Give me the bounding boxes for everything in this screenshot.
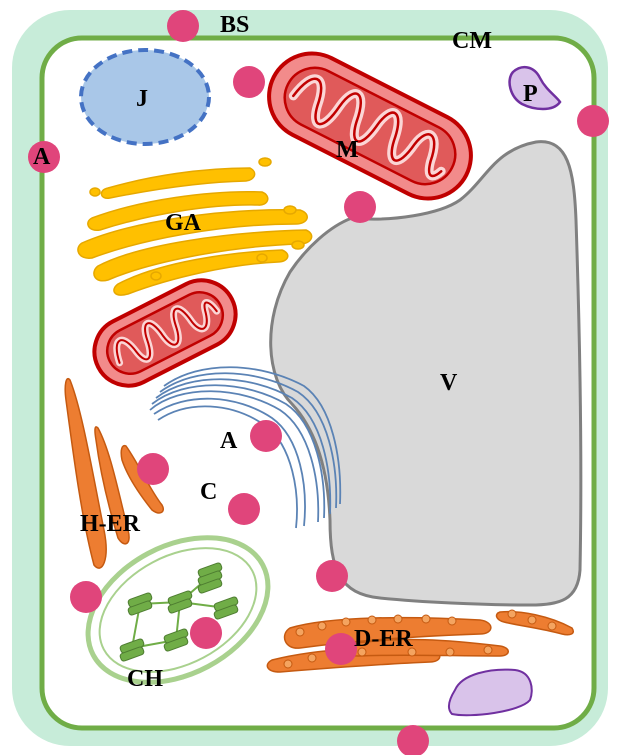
label-d-er: D-ER	[354, 626, 413, 652]
label-ch: CH	[127, 666, 163, 692]
label-a-wall: A	[33, 144, 51, 170]
marker-j-right	[233, 66, 265, 98]
label-v: V	[440, 370, 458, 396]
marker-actin	[250, 420, 282, 452]
marker-d-er	[325, 633, 357, 665]
marker-c	[228, 493, 260, 525]
marker-vacuole-bottom	[316, 560, 348, 592]
label-c: C	[200, 479, 217, 505]
label-a-actin: A	[220, 428, 238, 454]
marker-chloroplast	[190, 617, 222, 649]
marker-membrane-left	[70, 581, 102, 613]
marker-bs	[167, 10, 199, 42]
label-j: J	[136, 86, 148, 112]
marker-vacuole-top	[344, 191, 376, 223]
marker-h-er	[137, 453, 169, 485]
label-h-er: H-ER	[80, 511, 141, 537]
marker-wall-right	[577, 105, 609, 137]
label-cm: CM	[452, 28, 492, 54]
label-bs: BS	[220, 12, 249, 38]
label-p: P	[523, 81, 538, 107]
label-ga: GA	[165, 210, 202, 236]
label-m: M	[336, 137, 359, 163]
